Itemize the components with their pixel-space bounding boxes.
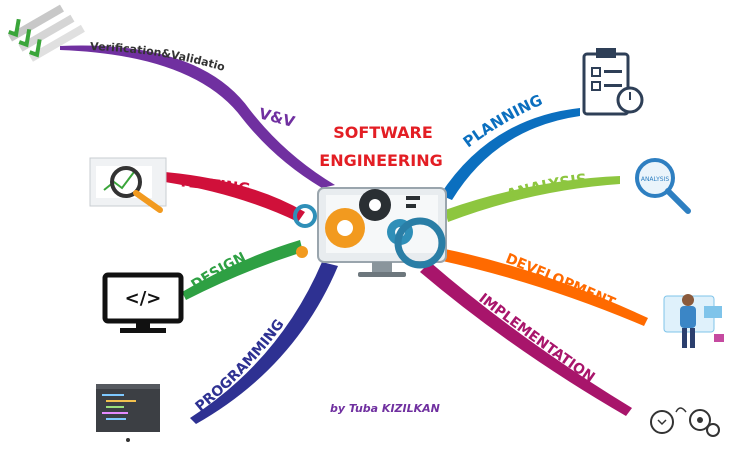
branch-planning — [440, 108, 580, 200]
idea-gears-icon — [650, 407, 720, 437]
testing-label: TESTING — [178, 172, 252, 198]
branch-development — [438, 248, 648, 326]
svg-text:ANALYSIS: ANALYSIS — [641, 176, 669, 183]
magnifier-chart-icon — [89, 157, 167, 213]
implementation-label: IMPLEMENTATION — [476, 290, 598, 385]
code-editor-icon — [96, 384, 160, 442]
branch-implementation — [420, 262, 632, 416]
branch-vv — [60, 45, 335, 188]
code-monitor-icon: </> — [102, 272, 184, 333]
title-line1: SOFTWARE — [333, 123, 433, 142]
clipboard-stopwatch-icon — [582, 48, 644, 116]
checklist-icon — [8, 4, 85, 62]
computer-gears-icon — [293, 187, 447, 277]
analysis-label: ANALYSIS — [504, 170, 588, 204]
programming-label: PROGRAMMING — [192, 317, 287, 415]
analysis-magnifier-icon: ANALYSIS — [635, 158, 691, 214]
branch-programming — [190, 262, 338, 424]
developer-person-icon — [663, 294, 724, 348]
branch-design — [182, 240, 303, 300]
branch-analysis — [445, 176, 620, 222]
author-credit: by Tuba KIZILKAN — [330, 402, 440, 415]
svg-text:</>: </> — [125, 288, 162, 309]
branch-testing — [165, 172, 305, 222]
title-line2: ENGINEERING — [319, 151, 442, 170]
